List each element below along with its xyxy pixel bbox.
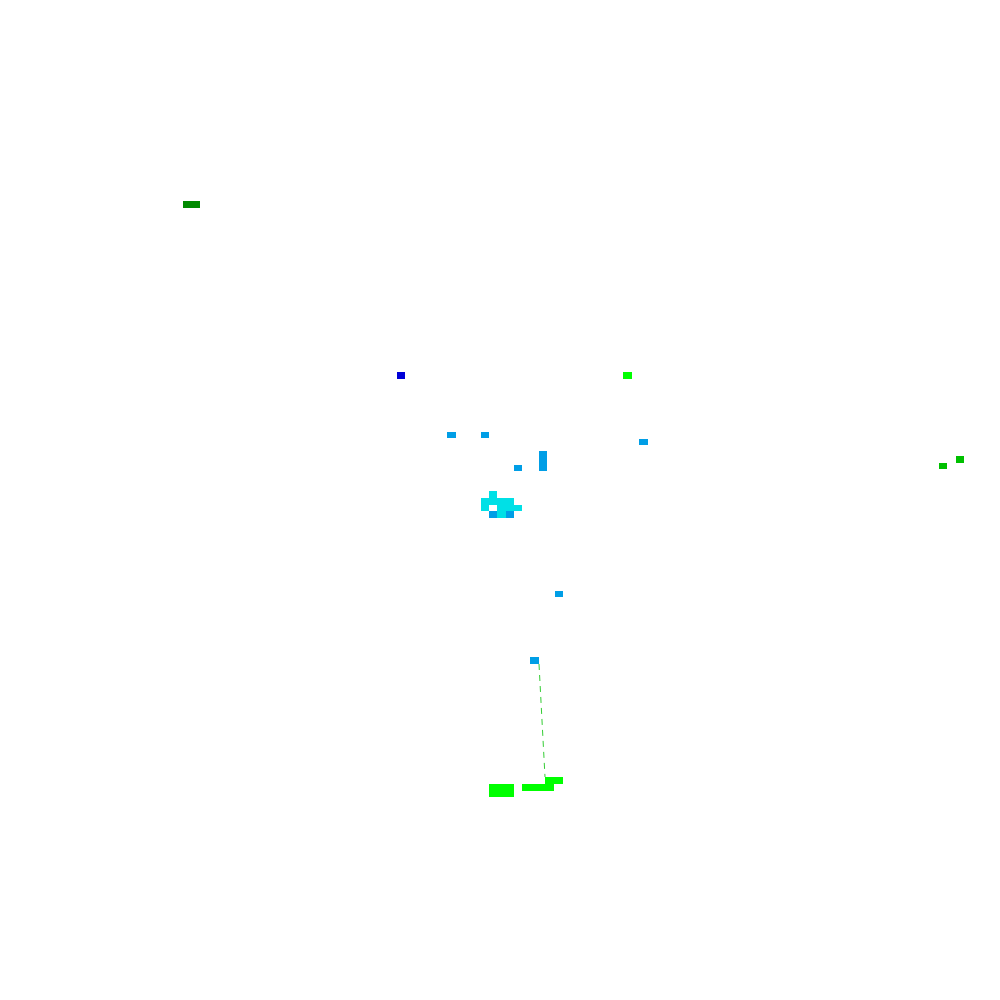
sky-blue-dot: [514, 465, 522, 471]
sky-blue-dot: [555, 591, 563, 597]
cyan-block: [497, 505, 522, 511]
blue-square: [397, 372, 405, 379]
green-bar: [545, 777, 563, 784]
green-bar: [522, 784, 554, 791]
green-block: [489, 784, 514, 797]
sky-blue-vertical-bar: [539, 451, 547, 471]
sky-blue-dot: [530, 657, 539, 664]
cyan-block: [497, 511, 506, 518]
dark-green-bar: [183, 201, 200, 208]
green-square: [623, 372, 632, 379]
dashed-connector: [538, 663, 546, 778]
sky-blue-block: [489, 511, 497, 518]
green-square: [956, 456, 964, 463]
cyan-block: [489, 491, 497, 498]
sky-blue-block: [506, 511, 514, 518]
sky-blue-dot: [639, 439, 648, 445]
green-square: [939, 463, 947, 469]
cyan-cluster: [481, 491, 522, 518]
sky-blue-dot: [481, 432, 489, 438]
sky-blue-dot: [447, 432, 456, 438]
cyan-block: [481, 505, 489, 511]
cyan-block: [481, 498, 514, 505]
